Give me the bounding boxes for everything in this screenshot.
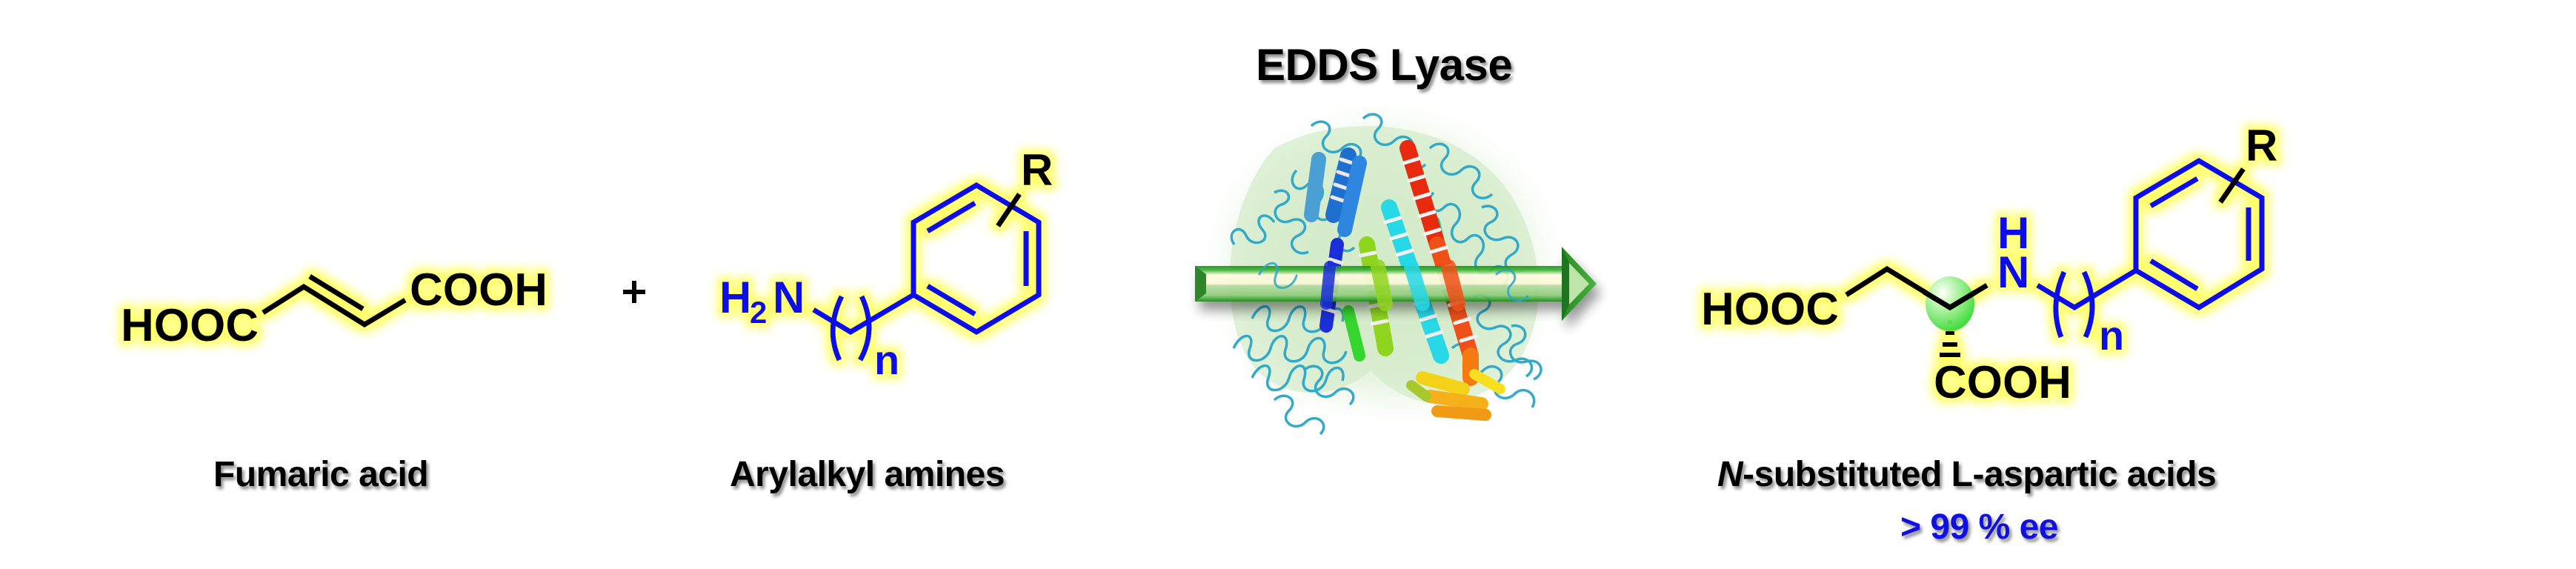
reactant2-label: Arylalkyl amines: [730, 455, 1005, 494]
product-label-rest: -substituted L-aspartic acids: [1743, 455, 2217, 494]
product-substituent-r: R: [2246, 121, 2277, 170]
product-bottom-group: COOH: [1934, 357, 2071, 408]
arylalkyl-amine-structure: H 2 N n R: [719, 145, 1053, 383]
fumaric-right-group: COOH: [410, 264, 548, 316]
enzyme-title: EDDS Lyase: [1256, 40, 1513, 90]
selectivity-label: > 99 % ee: [1900, 508, 2059, 547]
product-structure: HOOC COOH H N n R: [1701, 121, 2277, 408]
plus-icon: [623, 281, 645, 303]
amine-h: H: [719, 273, 751, 322]
fumaric-acid-structure: HOOC COOH: [121, 264, 548, 351]
product-nh-n: N: [1997, 247, 2029, 297]
protein-front-helices: [1258, 259, 1529, 311]
reactant1-label: Fumaric acid: [213, 455, 429, 494]
fumaric-left-group: HOOC: [121, 300, 259, 351]
amine-subscript: 2: [750, 295, 767, 330]
product-label-prefix: N: [1717, 455, 1743, 494]
substituent-r: R: [1021, 145, 1053, 195]
product-label: N-substituted L-aspartic acids: [1717, 455, 2217, 494]
product-left-group: HOOC: [1701, 284, 1839, 335]
amine-n: N: [773, 273, 805, 322]
repeat-n: n: [874, 336, 899, 383]
product-repeat-n: n: [2099, 312, 2124, 359]
stereocenter-icon: [1923, 276, 1977, 331]
product-nh-h: H: [1997, 208, 2029, 258]
